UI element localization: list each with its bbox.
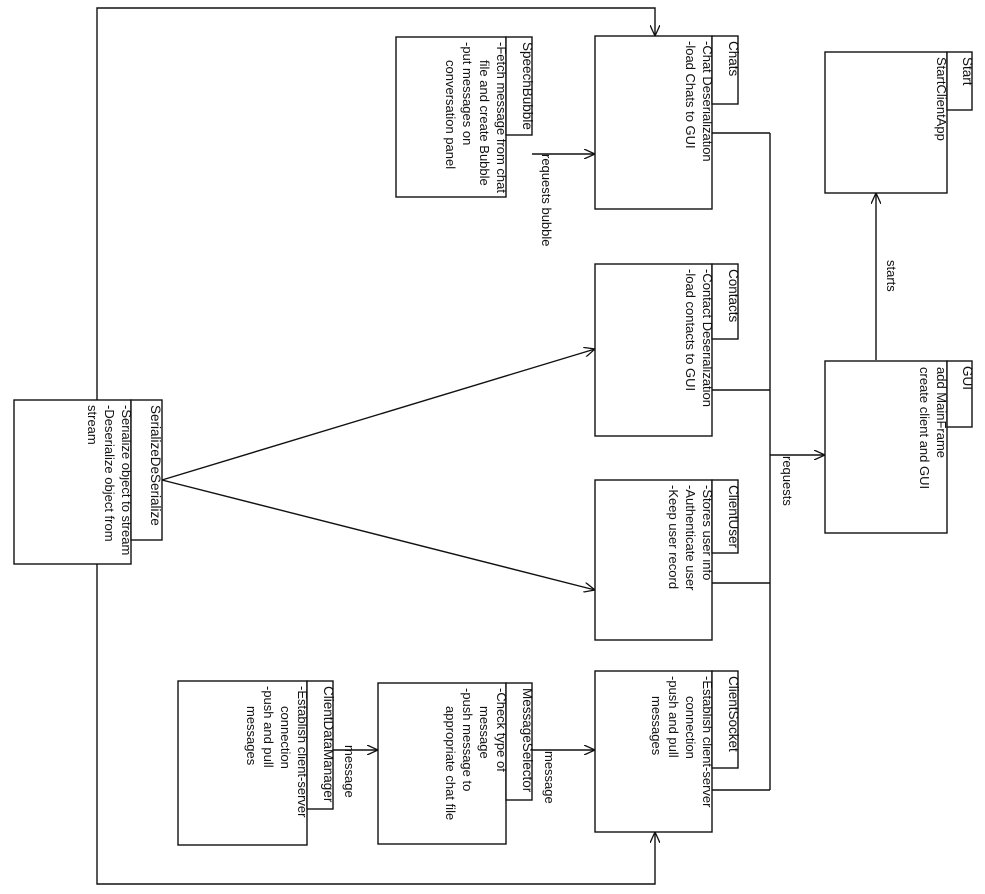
- client-socket-line-3: -push and pull: [666, 676, 681, 758]
- chats-title: Chats: [726, 41, 741, 77]
- client-data-manager-tab: [306, 680, 334, 810]
- chats-line-1: -Chat Deserialization: [700, 41, 715, 162]
- chats-line-2: -load Chats to GUI: [683, 41, 698, 149]
- contacts-title: Contacts: [726, 269, 741, 323]
- client-user-title: ClientUser: [726, 485, 741, 549]
- client-data-manager-box: [177, 680, 308, 846]
- edge-serialize-to-chats: [96, 7, 655, 400]
- client-user-tab: [711, 479, 739, 554]
- client-user-line-1: -Stores user info: [700, 485, 715, 580]
- speech-bubble-tab: [505, 36, 533, 136]
- client-user-line-2: -Authenticate user: [683, 485, 698, 591]
- message-selector-line-4: appropriate chat file: [443, 706, 458, 820]
- message-selector-tab: [505, 682, 533, 801]
- speech-bubble-line-4: conversation panel: [443, 60, 458, 169]
- speech-bubble-line-2: file and create Bubble: [477, 60, 492, 186]
- chats-box: [594, 35, 713, 210]
- gui-tab: [946, 360, 973, 428]
- label-requests: requests: [780, 456, 795, 506]
- start-box: [824, 51, 948, 194]
- contacts-tab: [711, 263, 739, 340]
- start-line-1: StartClientApp: [934, 57, 949, 141]
- client-user-line-3: -Keep user record: [666, 485, 681, 589]
- gui-box: [824, 360, 948, 534]
- client-data-manager-line-1: -Establish client-server: [295, 686, 310, 818]
- client-socket-title: ClientSocket: [726, 676, 741, 752]
- contacts-box: [594, 263, 713, 437]
- serialize-title: SerializeDeSerialize: [148, 405, 163, 526]
- start-title: Start: [960, 57, 975, 86]
- serialize-tab: [130, 399, 163, 541]
- serialize-line-2: -Deserialize object from: [102, 405, 117, 542]
- client-data-manager-line-2: connection: [278, 706, 293, 769]
- client-data-manager-title: ClientDataManager: [321, 686, 336, 803]
- client-socket-tab: [711, 670, 739, 769]
- contacts-line-2: -load contacts to GUI: [683, 269, 698, 391]
- client-socket-line-1: -Establish client-server: [700, 676, 715, 808]
- label-requests-bubble: requests bubble: [539, 154, 554, 247]
- contacts-line-1: -Contact Deserialization: [700, 269, 715, 407]
- message-selector-line-2: message: [477, 706, 492, 759]
- label-data-manager-to-selector: message: [342, 745, 357, 798]
- edge-serialize-to-contacts: [161, 349, 595, 481]
- message-selector-line-1: -Check type of: [494, 688, 509, 772]
- client-data-manager-line-4: messages: [244, 706, 259, 766]
- client-socket-line-2: connection: [683, 696, 698, 759]
- start-tab: [946, 51, 973, 111]
- chats-tab: [711, 35, 739, 105]
- boxes: [13, 35, 973, 846]
- speech-bubble-line-3: -put messages on: [460, 42, 475, 145]
- speech-bubble-box: [395, 36, 507, 198]
- client-socket-box: [594, 670, 713, 833]
- client-socket-line-4: messages: [649, 696, 664, 756]
- client-data-manager-line-3: -push and pull: [261, 686, 276, 768]
- serialize-line-3: stream: [85, 405, 100, 445]
- message-selector-line-3: -push message to: [460, 688, 475, 791]
- message-selector-box: [377, 682, 507, 845]
- serialize-line-1: -Serialize object to stream: [119, 405, 134, 555]
- gui-title: GUI: [960, 366, 975, 390]
- connectors: [96, 7, 876, 885]
- message-selector-title: MessageSelector: [520, 688, 535, 793]
- edge-serialize-to-client-socket: [96, 564, 655, 885]
- speech-bubble-line-1: -Fetch message from chat: [494, 42, 509, 193]
- speech-bubble-title: SpeechBubble: [520, 42, 535, 130]
- gui-line-2: create client and GUI: [917, 367, 932, 489]
- edge-serialize-to-client-user: [161, 479, 595, 590]
- label-message-selector-to-socket: message: [542, 751, 557, 804]
- label-starts: starts: [884, 260, 899, 292]
- client-user-box: [594, 479, 713, 641]
- serialize-box: [13, 399, 132, 565]
- gui-line-1: add MainFrame: [934, 367, 949, 458]
